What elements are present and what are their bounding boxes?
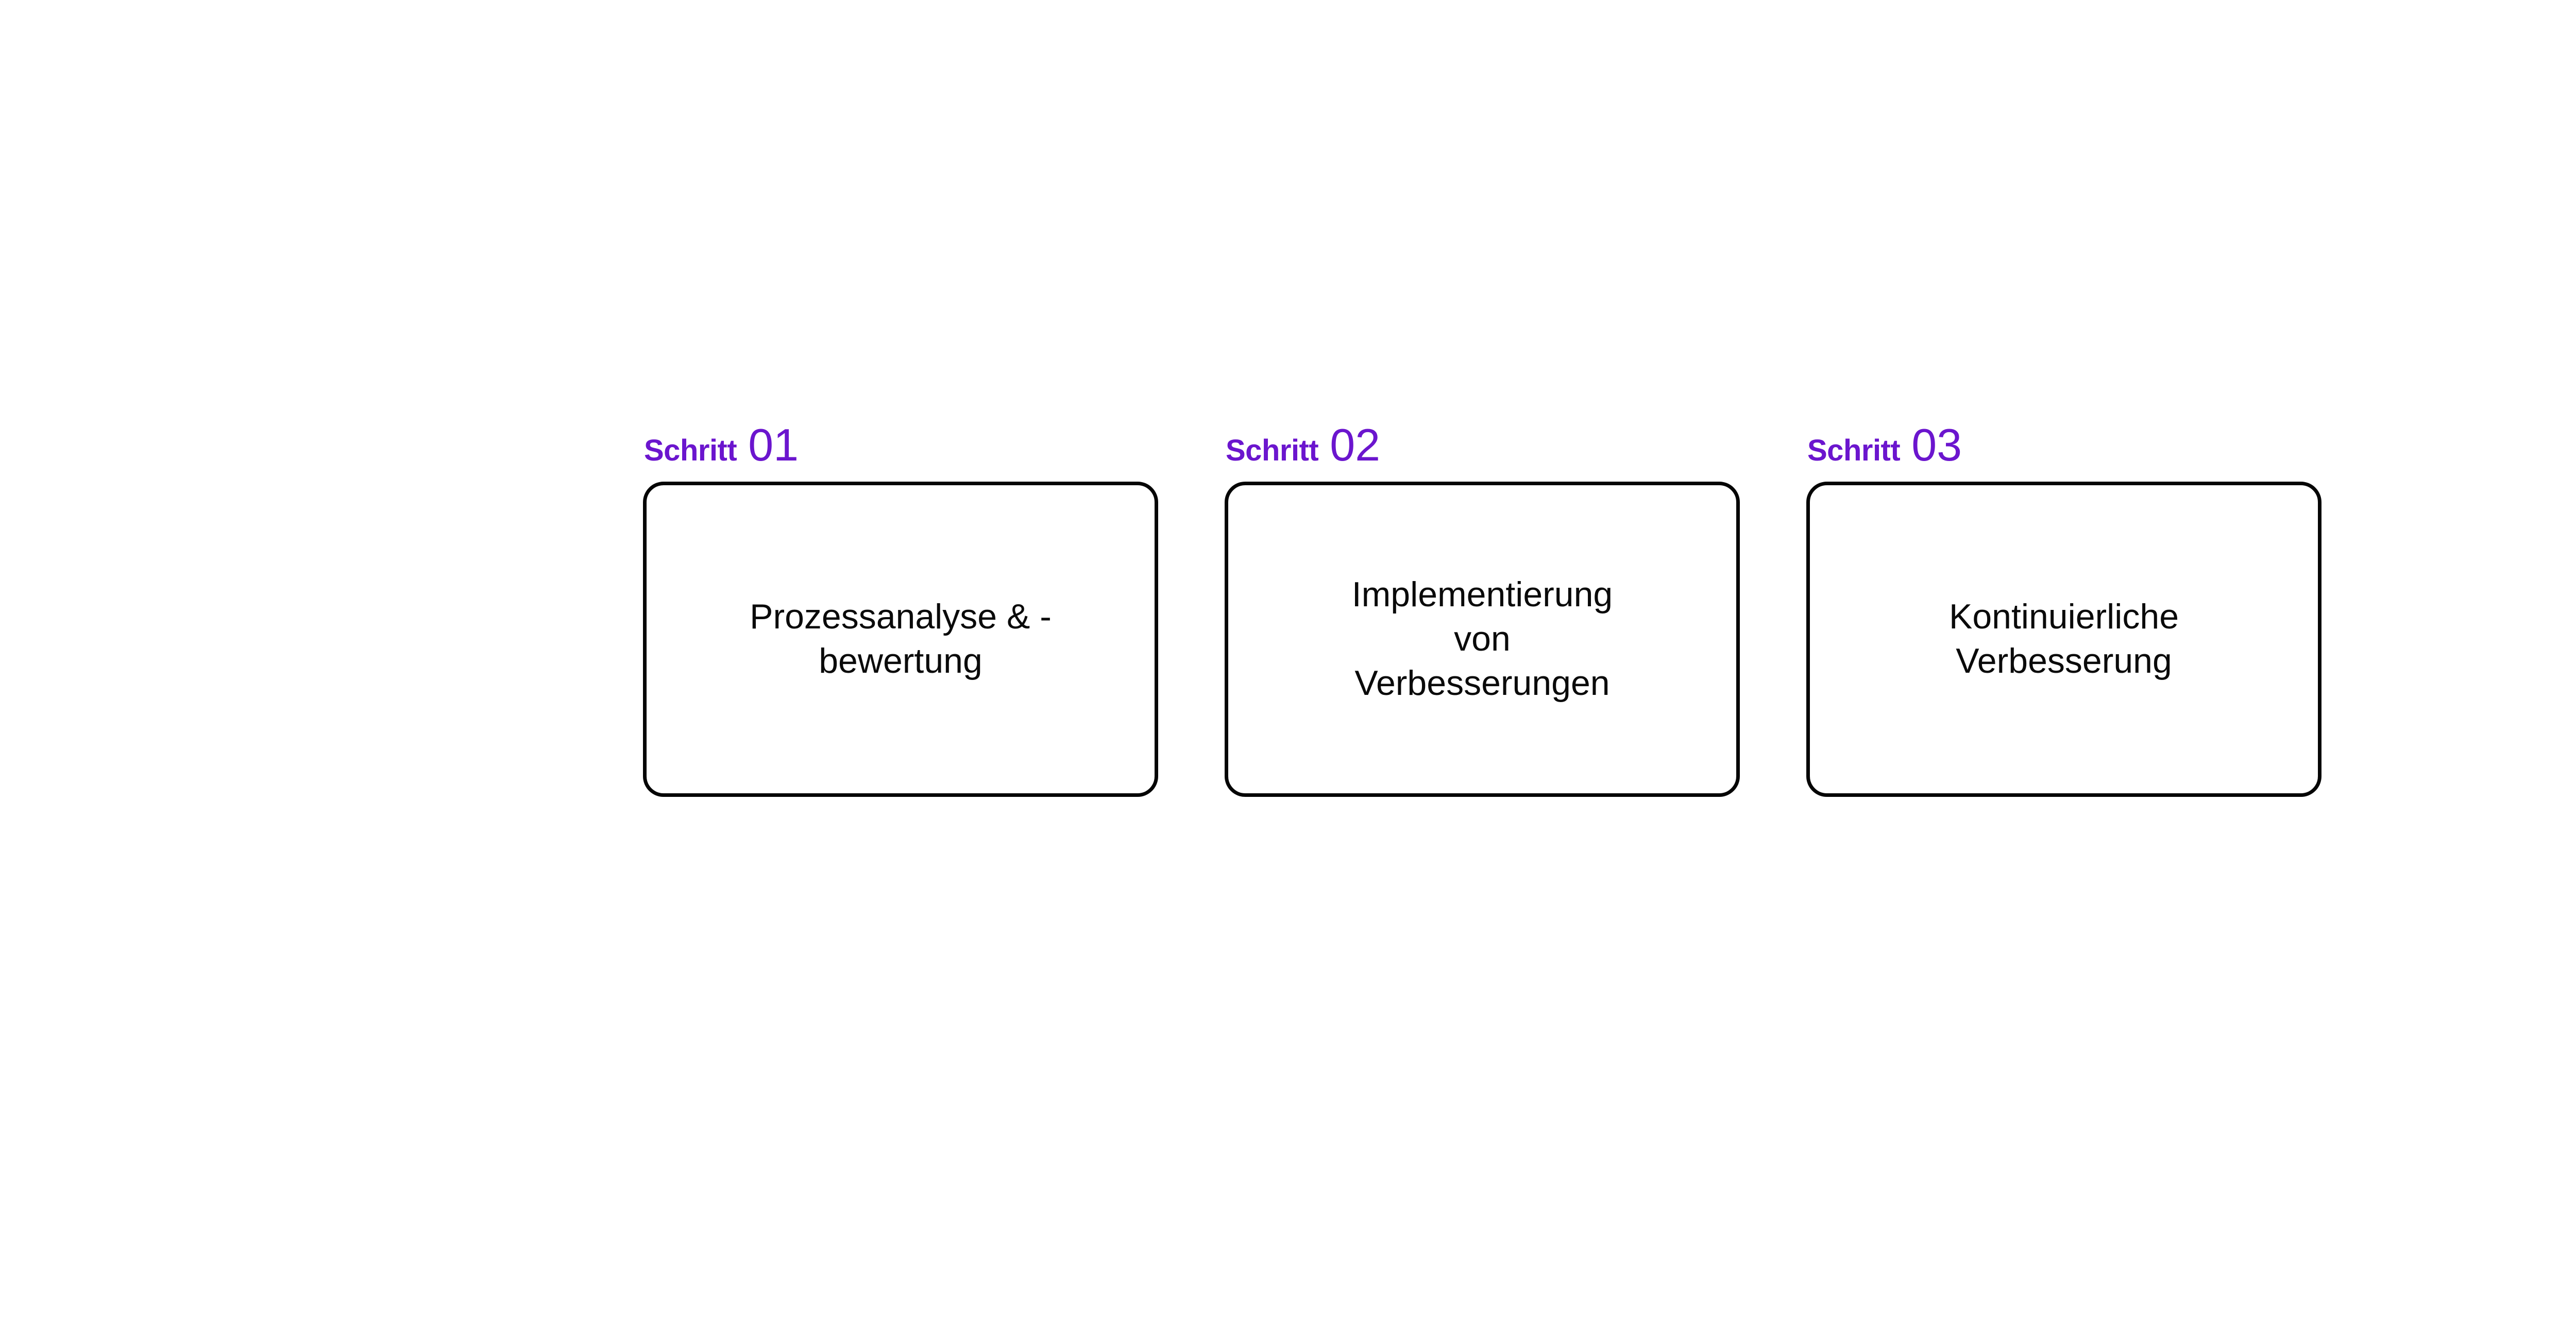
- step-card-02[interactable]: Implementierung von Verbesserungen: [1225, 482, 1740, 797]
- step-card-text: Prozessanalyse & - bewertung: [750, 597, 1052, 680]
- step-label-03: Schritt 03: [1806, 422, 1962, 468]
- step-item-03: Schritt 03 Kontinuierliche Verbesserung: [1806, 422, 2321, 797]
- step-label-number: 02: [1330, 419, 1381, 470]
- step-label-number: 03: [1911, 419, 1962, 470]
- step-card-text: Implementierung von Verbesserungen: [1351, 575, 1613, 703]
- step-label-word: Schritt: [1226, 434, 1319, 467]
- step-label-number: 01: [748, 419, 799, 470]
- step-item-02: Schritt 02 Implementierung von Verbesser…: [1225, 422, 1740, 797]
- step-item-01: Schritt 01 Prozessanalyse & - bewertung: [643, 422, 1158, 797]
- step-label-01: Schritt 01: [643, 422, 799, 468]
- step-label-word: Schritt: [1807, 434, 1901, 467]
- step-card-text: Kontinuierliche Verbesserung: [1948, 597, 2179, 680]
- step-card-01[interactable]: Prozessanalyse & - bewertung: [643, 482, 1158, 797]
- steps-row: Schritt 01 Prozessanalyse & - bewertung …: [643, 422, 2321, 797]
- step-label-02: Schritt 02: [1225, 422, 1380, 468]
- step-card-03[interactable]: Kontinuierliche Verbesserung: [1806, 482, 2321, 797]
- step-label-word: Schritt: [644, 434, 737, 467]
